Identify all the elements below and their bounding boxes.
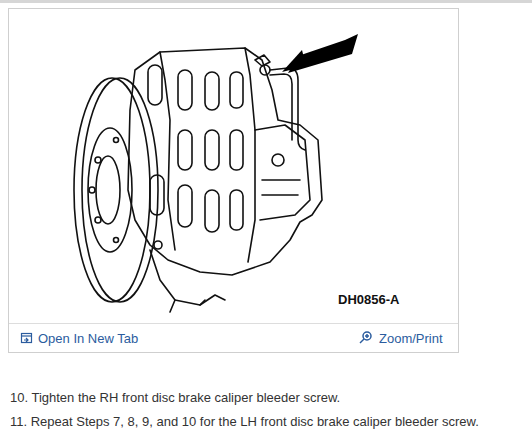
zoom-link: Zoom/Print xyxy=(379,331,443,347)
figure-id: DH0856-A xyxy=(338,292,399,308)
open-tab-icon xyxy=(22,334,32,343)
pointer-arrowhead xyxy=(282,50,306,72)
step-text: 11. Repeat Steps 7, 8, 9, and 10 for the… xyxy=(10,414,479,430)
footer-rule xyxy=(9,323,458,324)
open-link: Open In New Tab xyxy=(38,331,138,347)
top-rule xyxy=(0,0,532,3)
step-text: 10. Tighten the RH front disc brake cali… xyxy=(10,390,340,406)
figure-frame xyxy=(9,9,459,353)
brake-drawing xyxy=(74,48,322,312)
zoom-icon xyxy=(360,332,371,343)
